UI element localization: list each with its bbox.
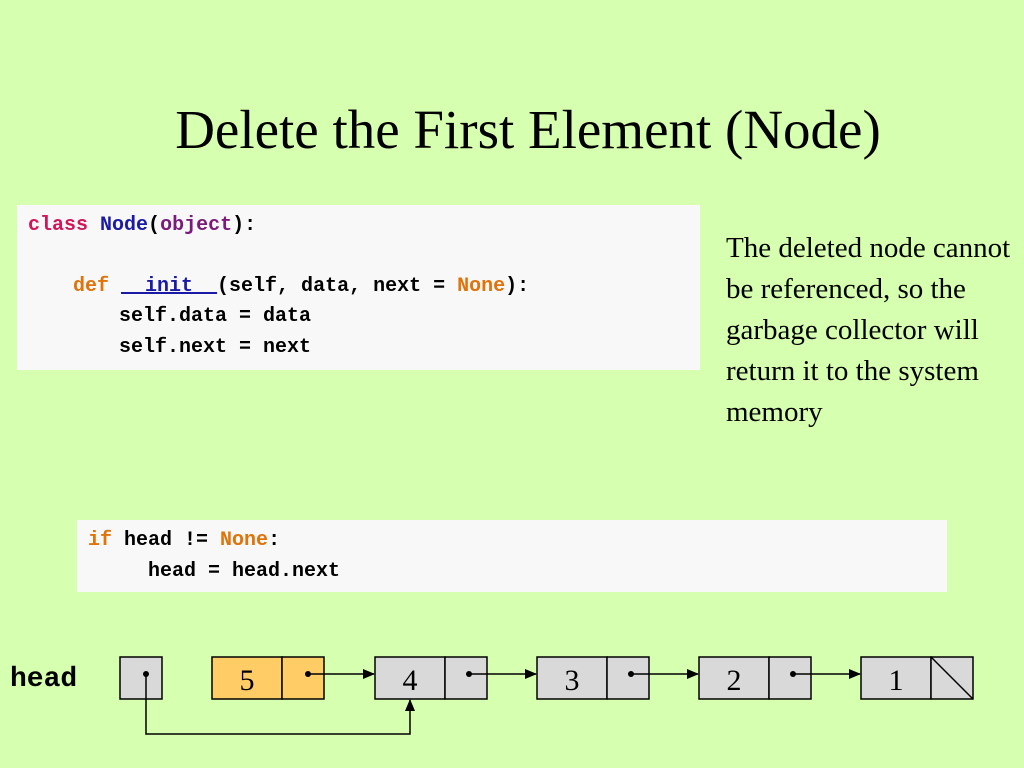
list-node: 3 [536, 656, 650, 700]
keyword-if: if [88, 529, 113, 552]
explanation-text: The deleted node cannot be referenced, s… [726, 232, 1011, 428]
node-value: 3 [565, 664, 580, 697]
slide-title: Delete the First Element (Node) [175, 99, 881, 160]
paren-close: ): [505, 275, 530, 298]
head-pointer-box [119, 656, 163, 700]
delete-first-code-block: if head != None: head = head.next [77, 520, 947, 592]
node-value-cell [374, 656, 446, 700]
code-line-def: def __init__(self, data, next = None): [73, 275, 529, 299]
node-class-code-block: class Node(object): def __init__(self, d… [17, 205, 700, 370]
keyword-class: class [28, 214, 89, 237]
method-params: (self, data, next = [217, 275, 458, 298]
node-value-cell [211, 656, 283, 700]
code-line-assign: head = head.next [148, 560, 341, 583]
node-pointer-cell [281, 656, 325, 700]
code-line-class: class Node(object): [28, 214, 256, 238]
node-value-cell [860, 656, 932, 700]
code-line-if: if head != None: [88, 529, 280, 553]
condition-text: head != [112, 529, 221, 552]
head-label: head [10, 664, 78, 695]
node-value: 4 [403, 664, 418, 697]
node-pointer-cell [768, 656, 812, 700]
node-value: 1 [889, 664, 904, 697]
list-node: 2 [698, 656, 812, 700]
list-node: 4 [374, 656, 488, 700]
keyword-none: None [220, 529, 269, 552]
paren-close: ): [232, 214, 257, 237]
paren-open: ( [148, 214, 161, 237]
node-pointer-cell [606, 656, 650, 700]
code-line-data: self.data = data [119, 305, 312, 328]
keyword-def: def [73, 275, 110, 298]
node-pointer-cell [444, 656, 488, 700]
base-class: object [160, 214, 233, 237]
method-name: __init__ [121, 275, 218, 298]
node-value-cell [536, 656, 608, 700]
list-node: 5 [211, 656, 325, 700]
null-pointer-slash [930, 656, 974, 700]
head-arrow [145, 674, 415, 735]
code-line-next: self.next = next [119, 336, 312, 359]
list-node: 1 [860, 656, 974, 700]
node-value: 2 [727, 664, 742, 697]
node-value-cell [698, 656, 770, 700]
keyword-none: None [457, 275, 506, 298]
colon: : [268, 529, 281, 552]
node-value: 5 [240, 664, 255, 697]
class-name: Node [100, 214, 149, 237]
